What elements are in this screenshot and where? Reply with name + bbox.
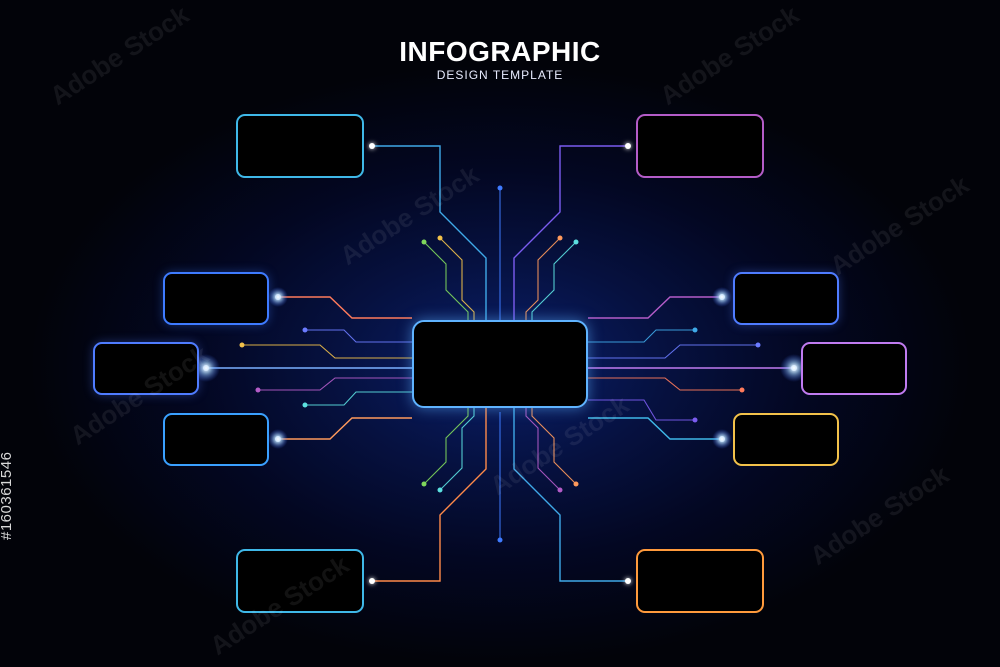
trace [423,241,469,320]
connector-mid-right-3 [588,417,722,440]
trace-dot [739,387,745,393]
connector-top-left [372,145,487,330]
trace [588,399,695,421]
trace-dot [692,327,698,333]
trace [242,344,412,359]
trace-dot [421,481,427,487]
halo [268,429,288,449]
trace [525,408,561,491]
box-mid-left-2 [93,342,199,395]
trace [305,329,412,343]
trace-dot [255,387,261,393]
halo [192,354,220,382]
trace-dot [239,342,245,348]
box-bottom-right [636,549,764,613]
connector-top-right [513,145,628,330]
trace [439,408,475,491]
trace-dot [437,235,443,241]
trace-dot [302,402,308,408]
trace-dot [421,239,427,245]
box-mid-right-1 [733,272,839,325]
trace-dot [302,327,308,333]
spark-top-left [369,143,375,149]
trace-dot [755,342,761,348]
halo [268,287,288,307]
trace [525,237,561,320]
trace [439,237,475,320]
trace [588,344,758,359]
trace-dot [437,487,443,493]
trace [423,408,469,485]
stock-id-label: #160361546 [0,451,15,540]
trace-dots [239,185,761,543]
trace-dot [573,239,579,245]
circuit-traces [242,188,758,540]
trace-dot [557,235,563,241]
connector-mid-left-3 [278,417,412,440]
trace [588,329,695,343]
trace [588,377,742,391]
spark-top-right [625,143,631,149]
box-bottom-left [236,549,364,613]
trace-dot [497,537,503,543]
box-mid-right-2 [801,342,907,395]
halo [712,429,732,449]
connector-mid-right-1 [588,296,722,319]
infographic-subtitle: DESIGN TEMPLATE [436,68,564,82]
center-chip-box [412,320,588,408]
box-top-right [636,114,764,178]
trace-dot [557,487,563,493]
box-top-left [236,114,364,178]
connector-bottom-right [513,405,628,582]
trace [258,377,412,391]
connector-lines [206,145,794,582]
trace [531,241,577,320]
connector-mid-left-1 [278,296,412,319]
box-mid-left-3 [163,413,269,466]
trace [531,408,577,485]
halo [712,287,732,307]
spark-bottom-left [369,578,375,584]
trace-dot [497,185,503,191]
trace-dot [573,481,579,487]
connector-bottom-left [372,405,487,582]
infographic-title: INFOGRAPHIC [399,36,601,67]
box-mid-left-1 [163,272,269,325]
spark-bottom-right [625,578,631,584]
trace [305,391,412,406]
trace-dot [692,417,698,423]
box-mid-right-3 [733,413,839,466]
